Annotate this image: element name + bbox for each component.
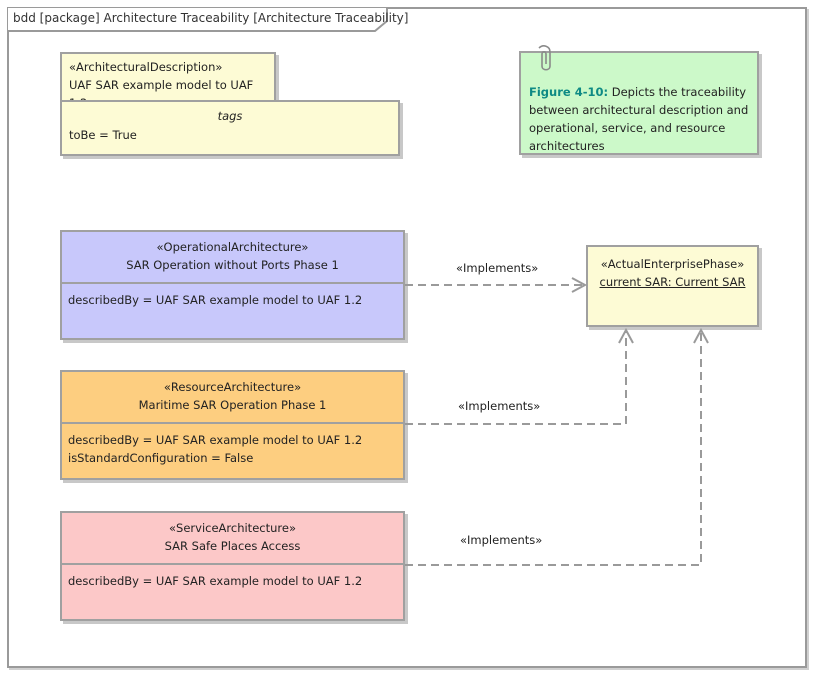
architectural-description-stereotype: «ArchitecturalDescription» [69,60,223,74]
frame-label-tab [7,7,388,32]
resource-attribute-describedby: describedBy = UAF SAR example model to U… [68,433,363,447]
resource-divider [62,422,403,424]
architectural-description-block[interactable]: «ArchitecturalDescription» UAF SAR examp… [60,52,276,110]
operational-architecture-block[interactable]: «OperationalArchitecture» SAR Operation … [60,230,405,340]
operational-stereotype: «OperationalArchitecture» [156,240,309,254]
arrowhead-operational [571,277,588,293]
figure-note[interactable]: Figure 4-10: Depicts the traceability be… [519,51,759,155]
paperclip-icon [538,45,551,71]
frame-title: bdd [package] Architecture Traceability … [13,11,409,25]
service-attribute: describedBy = UAF SAR example model to U… [68,574,363,588]
note-text: Depicts the traceability between archite… [529,85,749,153]
service-stereotype: «ServiceArchitecture» [169,521,296,535]
diagram-frame [7,7,807,668]
phase-instance: current SAR: Current SAR [599,275,746,289]
resource-attribute-standardconfig: isStandardConfiguration = False [68,451,254,465]
service-name: SAR Safe Places Access [164,539,301,553]
operational-name: SAR Operation without Ports Phase 1 [126,258,339,272]
service-divider [62,563,403,565]
implements-edge-service [405,330,702,566]
arrowhead-service [693,327,709,344]
resource-name: Maritime SAR Operation Phase 1 [138,398,327,412]
resource-architecture-block[interactable]: «ResourceArchitecture» Maritime SAR Oper… [60,370,405,480]
operational-attribute: describedBy = UAF SAR example model to U… [68,293,363,307]
actual-enterprise-phase-block[interactable]: «ActualEnterprisePhase» current SAR: Cur… [586,245,759,327]
service-architecture-block[interactable]: «ServiceArchitecture» SAR Safe Places Ac… [60,511,405,621]
implements-label-operational: «Implements» [456,261,539,275]
implements-label-resource: «Implements» [458,399,541,413]
note-figure-ref: Figure 4-10: [529,85,609,99]
implements-label-service: «Implements» [460,533,543,547]
resource-stereotype: «ResourceArchitecture» [163,380,302,394]
operational-divider [62,282,403,284]
tags-heading: tags [217,109,243,123]
tag-tobe: toBe = True [69,128,137,142]
phase-stereotype: «ActualEnterprisePhase» [600,257,745,271]
implements-edge-resource [405,330,627,425]
architectural-description-tags[interactable]: tags toBe = True [60,100,400,156]
arrowhead-resource [618,327,634,344]
